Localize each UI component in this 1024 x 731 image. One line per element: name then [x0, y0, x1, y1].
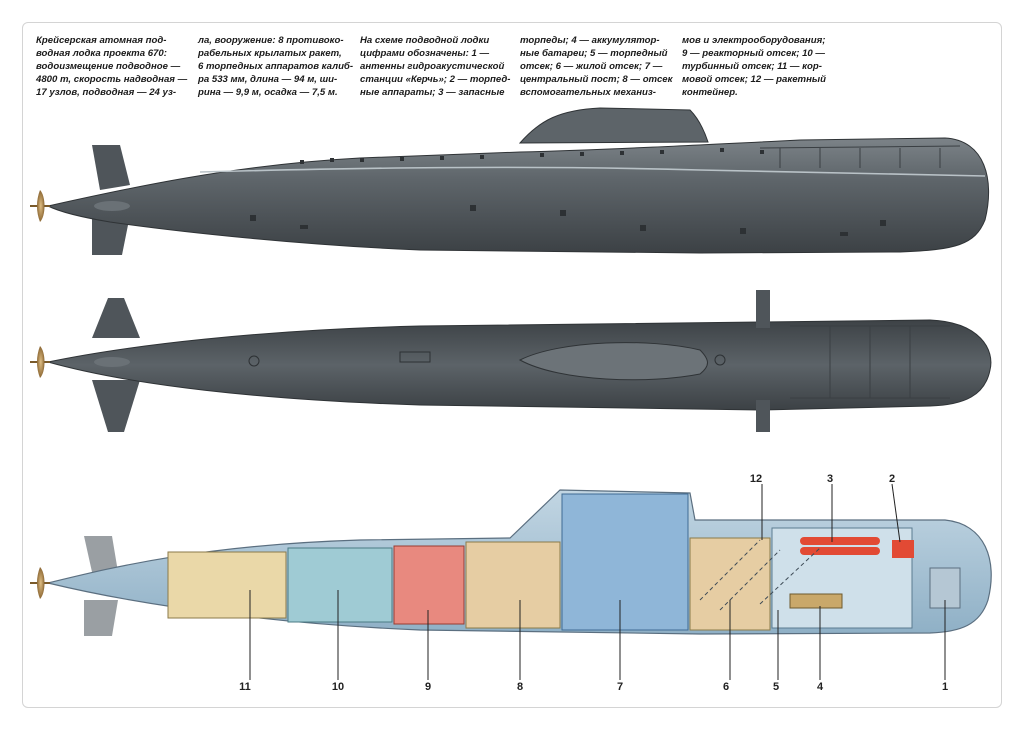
propeller-icon	[30, 190, 50, 222]
missile-hatches	[759, 145, 961, 168]
caption-line: 9 — реакторный отсек; 10 —	[682, 48, 825, 59]
caption-column-4: торпеды; 4 — аккумулятор- ные батареи; 5…	[520, 34, 673, 99]
cutaway-view	[30, 489, 992, 636]
caption-line: контейнер.	[682, 87, 738, 98]
caption-line: 6 торпедных аппаратов калиб-	[198, 61, 354, 72]
torpedo-tubes	[892, 540, 914, 558]
side-view	[30, 107, 990, 255]
callout-9: 9	[425, 681, 431, 693]
deck-stripe	[199, 166, 986, 177]
hull-details	[250, 148, 886, 236]
caption-line: турбинный отсек; 11 — кор-	[682, 61, 822, 72]
caption-line: станции «Керчь»; 2 — торпед-	[360, 74, 511, 85]
upper-fin	[92, 298, 140, 338]
spare-torpedo	[800, 547, 880, 555]
bow-plane-upper	[756, 290, 770, 328]
caption-line: ные батареи; 5 — торпедный	[520, 48, 668, 59]
aux-compartment-8	[465, 541, 561, 629]
reactor-compartment-9	[393, 545, 465, 625]
stern-plane-top	[94, 357, 130, 367]
callout-1: 1	[942, 681, 948, 693]
lower-fin	[92, 380, 140, 432]
upper-rudder	[92, 145, 130, 190]
caption-line: 17 узлов, подводная — 24 уз-	[36, 87, 177, 98]
callout-2: 2	[889, 473, 895, 485]
turbine-compartment-10	[287, 547, 393, 623]
caption-line: водоизмещение подводное —	[36, 61, 181, 72]
caption-column-5: мов и электрооборудования; 9 — реакторны…	[682, 34, 826, 99]
callout-6: 6	[723, 681, 729, 693]
caption-line: отсек; 6 — жилой отсек; 7 —	[520, 61, 663, 72]
callout-5: 5	[773, 681, 779, 693]
callout-7: 7	[617, 681, 623, 693]
battery-pack	[789, 593, 843, 609]
caption-line: мовой отсек; 12 — ракетный	[682, 74, 826, 85]
caption-line: водная лодка проекта 670:	[36, 48, 167, 59]
callout-10: 10	[332, 681, 344, 693]
top-view	[30, 290, 992, 432]
spare-torpedo	[800, 537, 880, 545]
caption-line: ные аппараты; 3 — запасные	[360, 87, 505, 98]
side-hull	[46, 137, 990, 254]
caption-line: торпеды; 4 — аккумулятор-	[520, 35, 660, 46]
callout-3: 3	[827, 473, 833, 485]
caption-line: цифрами обозначены: 1 —	[360, 48, 490, 59]
stern-plane	[94, 201, 130, 211]
caption-line: мов и электрооборудования;	[682, 35, 826, 46]
bow-plane-lower	[756, 400, 770, 432]
caption-column-2: ла, вооружение: 8 противоко- рабельных к…	[198, 34, 353, 99]
callout-8: 8	[517, 681, 523, 693]
leader-lines	[249, 483, 946, 680]
missile-panels	[790, 325, 950, 399]
propeller-icon	[30, 567, 50, 599]
caption-line: рина — 9,9 м, осадка — 7,5 м.	[198, 87, 338, 98]
caption-column-1: Крейсерская атомная под- водная лодка пр…	[36, 34, 187, 99]
callout-12: 12	[750, 473, 762, 485]
lower-rudder	[92, 215, 130, 255]
caption-line: вспомогательных механиз-	[520, 87, 657, 98]
central-post-7	[561, 493, 689, 631]
callout-4: 4	[817, 681, 824, 693]
caption-line: ла, вооружение: 8 противоко-	[198, 35, 344, 46]
caption-column-3: На схеме подводной лодки цифрами обознач…	[360, 34, 510, 99]
caption-line: центральный пост; 8 — отсек	[520, 74, 673, 85]
aft-compartment-11	[167, 551, 287, 619]
caption-line: Крейсерская атомная под-	[36, 35, 167, 46]
propeller-icon	[30, 346, 50, 378]
cutaway-lower-rudder	[84, 600, 118, 636]
top-hull	[47, 319, 992, 411]
callout-11: 11	[239, 681, 251, 693]
caption-line: На схеме подводной лодки	[360, 35, 490, 46]
sail-top	[518, 342, 708, 381]
sail	[518, 107, 709, 144]
caption-line: рабельных крылатых ракет,	[198, 48, 342, 59]
caption-line: ра 533 мм, длина — 94 м, ши-	[198, 74, 338, 85]
caption-line: 4800 т, скорость надводная —	[36, 74, 188, 85]
cutaway-upper-rudder	[84, 536, 118, 572]
caption-line: антенны гидроакустической	[360, 61, 505, 72]
